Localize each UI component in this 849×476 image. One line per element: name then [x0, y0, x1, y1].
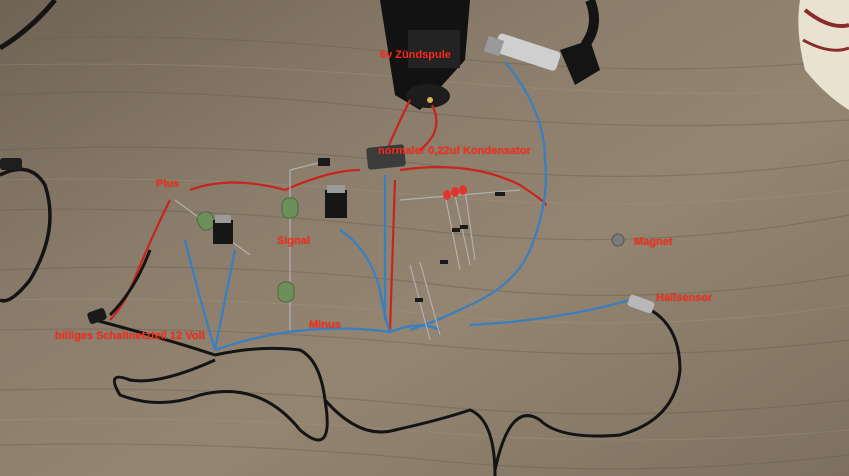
- small-transistor: [318, 158, 330, 166]
- resistors: [196, 197, 299, 303]
- plug-boot: [560, 40, 600, 85]
- leds: [443, 185, 467, 200]
- capacitor: [366, 144, 406, 170]
- left-plug: [0, 158, 22, 170]
- hall-sensor: [627, 294, 655, 314]
- ignition-coil: [380, 0, 470, 110]
- left-cable: [0, 167, 52, 303]
- plus-label: Plus: [156, 178, 180, 190]
- capacitor-label: normaler 0,22uf Kondensator: [378, 145, 531, 157]
- hall-sensor-cable: [493, 303, 682, 476]
- power-supply-label: billiges Schaltnetzteil 12 Volt: [55, 330, 206, 342]
- power-supply-cable: [94, 318, 329, 442]
- magnet-label: Magnet: [634, 236, 673, 248]
- magnet: [611, 233, 625, 247]
- hall-sensor-label: Hallsensor: [656, 292, 713, 304]
- ignition-coil-label: 6v Zündspule: [380, 49, 451, 61]
- spark-plug: [494, 33, 561, 71]
- supply-plug: [87, 308, 107, 324]
- blue-wires: [183, 61, 631, 352]
- top-left-cable: [0, 0, 57, 51]
- signal-label: Signal: [277, 235, 311, 247]
- diodes: [415, 192, 505, 302]
- minus-label: Minus: [309, 319, 341, 331]
- transistors: [213, 185, 347, 244]
- wood-grain: [0, 36, 849, 470]
